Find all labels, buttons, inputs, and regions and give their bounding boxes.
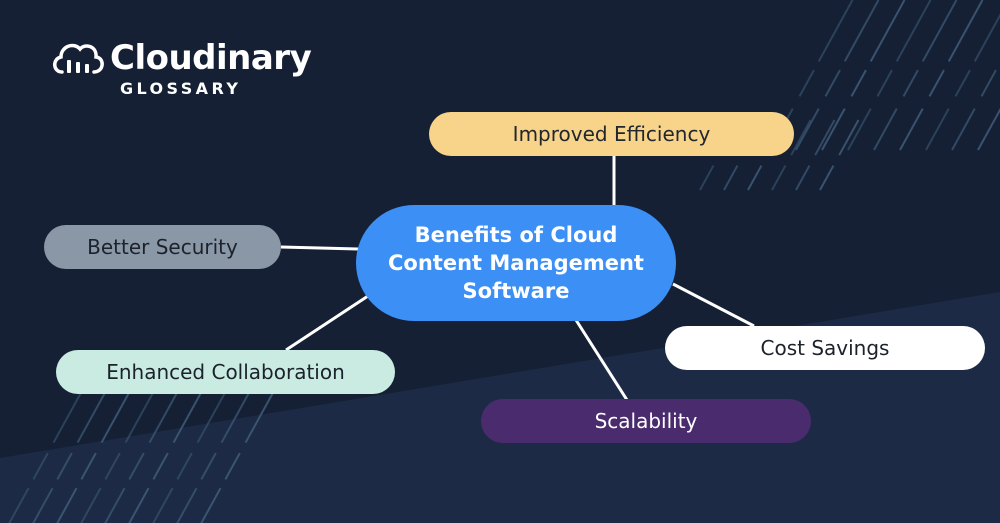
decorative-stripe [128, 389, 204, 523]
decorative-stripe [977, 107, 1000, 151]
decorative-stripe [951, 60, 1000, 151]
node-label: Enhanced Collaboration [106, 360, 345, 384]
node-improved-efficiency: Improved Efficiency [429, 112, 794, 156]
decorative-stripe [176, 389, 252, 523]
node-label: Cost Savings [760, 336, 890, 360]
connector-scalability [574, 319, 629, 401]
central-topic: Benefits of Cloud Content Management Sof… [356, 205, 676, 321]
decorative-stripe [771, 119, 812, 191]
node-cost-savings: Cost Savings [665, 326, 985, 370]
decorative-stripe [8, 389, 84, 523]
decorative-stripe [873, 0, 958, 151]
decorative-stripe [795, 119, 836, 191]
connector-better-security [280, 245, 359, 251]
decorative-stripe [847, 0, 932, 151]
decorative-stripe [819, 119, 860, 191]
brand-name: Cloudinary [110, 38, 312, 78]
connector-enhanced-collaboration [285, 294, 369, 352]
node-label: Scalability [594, 409, 698, 433]
decorative-stripe [152, 389, 228, 523]
decorative-stripe [821, 0, 906, 151]
central-topic-label: Benefits of Cloud Content Management Sof… [388, 223, 644, 303]
decorative-stripe [200, 389, 276, 523]
decorative-stripe [795, 0, 880, 151]
decorative-stripe [32, 389, 108, 523]
connector-cost-savings [672, 282, 755, 328]
decorative-stripe [899, 0, 984, 151]
node-label: Improved Efficiency [512, 122, 711, 146]
node-better-security: Better Security [44, 225, 281, 269]
decorative-stripe [925, 13, 1000, 151]
node-scalability: Scalability [481, 399, 811, 443]
decorative-stripe [104, 389, 180, 523]
brand-subtitle: GLOSSARY [120, 79, 242, 98]
decorative-stripe [80, 389, 156, 523]
cloud-with-bars-icon [53, 43, 104, 74]
decorative-stripe [56, 389, 132, 523]
node-enhanced-collaboration: Enhanced Collaboration [56, 350, 395, 394]
brand-logo: Cloudinary GLOSSARY [50, 38, 312, 98]
node-label: Better Security [87, 235, 238, 259]
